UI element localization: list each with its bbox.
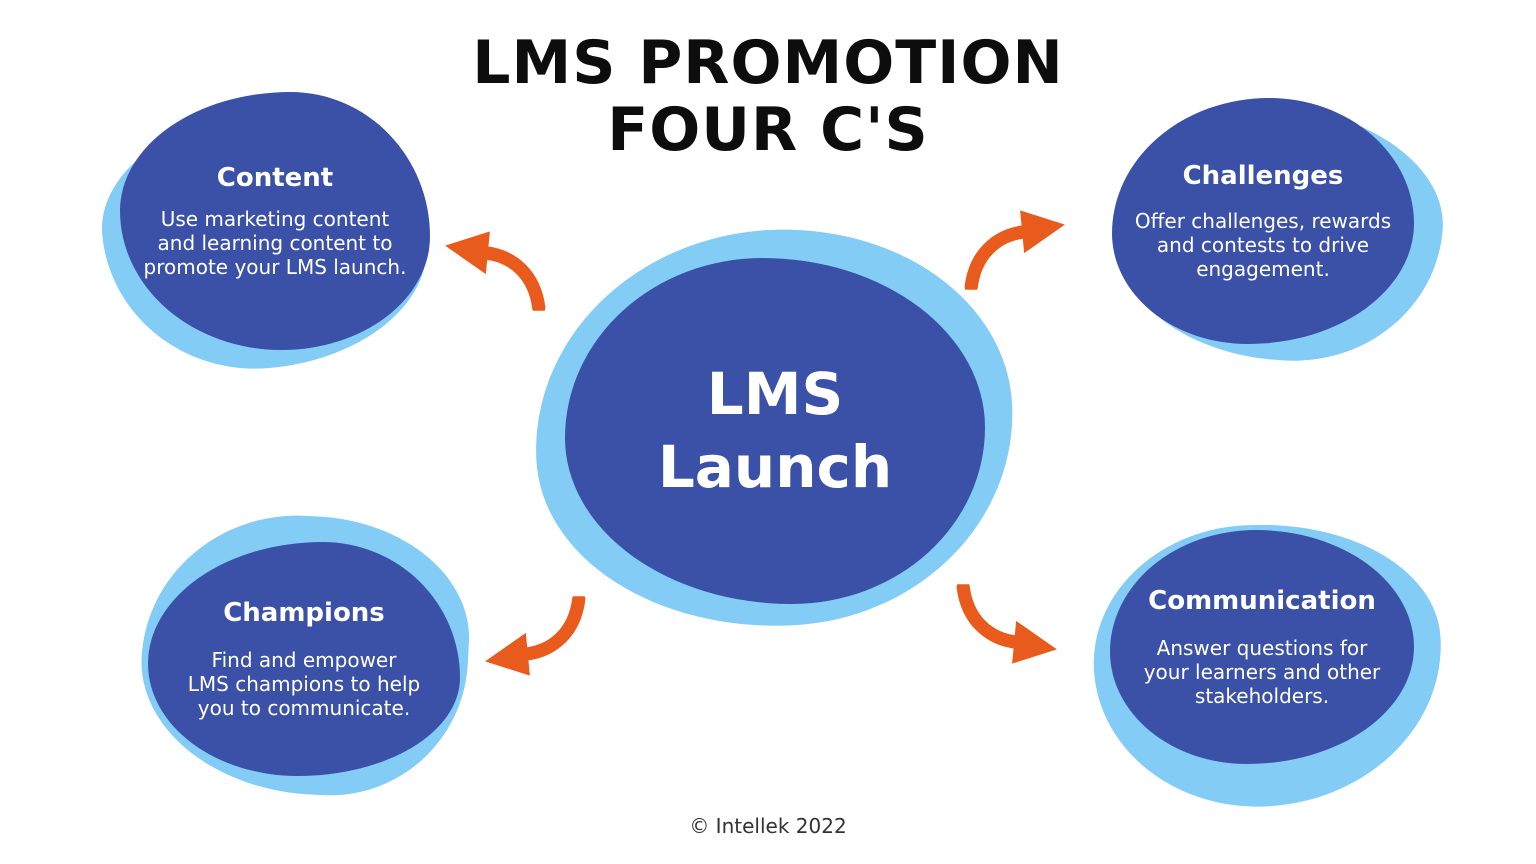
content-blob [120, 92, 430, 350]
champions-text: Champions Find and empower LMS champions… [148, 542, 460, 776]
node-challenges: Challenges Offer challenges, rewards and… [1110, 95, 1451, 371]
lms-launch-label: LMS Launch [565, 258, 985, 604]
communication-body-line1: Answer questions for [1156, 636, 1368, 660]
lms-launch-line1: LMS [706, 359, 844, 428]
content-body-line2: and learning content to [157, 231, 393, 255]
challenges-body-line1: Offer challenges, rewards [1134, 209, 1392, 233]
communication-text: Communication Answer questions for your … [1110, 530, 1414, 764]
communication-heading: Communication [1148, 586, 1376, 616]
node-communication: Communication Answer questions for your … [1084, 512, 1452, 818]
curved-arrow-bottom-left-icon [480, 596, 592, 683]
champions-blob [148, 542, 460, 776]
curved-arrow-bottom-right-icon [950, 584, 1062, 671]
champions-heading: Champions [223, 598, 385, 628]
content-heading: Content [216, 163, 334, 193]
challenges-body-line3: engagement. [1196, 257, 1330, 281]
node-champions: Champions Find and empower LMS champions… [134, 507, 476, 803]
challenges-body: Offer challenges, rewards and contests t… [1135, 209, 1391, 281]
champions-body: Find and empower LMS champions to help y… [188, 648, 420, 720]
champions-body-line1: Find and empower [211, 648, 397, 672]
champions-body-line2: LMS champions to help [187, 672, 421, 696]
node-content: Content Use marketing content and learni… [92, 90, 436, 382]
challenges-blob [1112, 98, 1414, 344]
challenges-body-line2: and contests to drive [1156, 233, 1370, 257]
challenges-heading: Challenges [1182, 161, 1344, 191]
communication-blob [1110, 530, 1414, 764]
content-body-line1: Use marketing content [160, 207, 390, 231]
copyright-text: © Intellek 2022 [689, 814, 847, 838]
content-body-line3: promote your LMS launch. [143, 255, 407, 279]
communication-body: Answer questions for your learners and o… [1144, 636, 1381, 708]
curved-arrow-top-left-icon [440, 224, 552, 311]
champions-body-line3: you to communicate. [197, 696, 411, 720]
lms-launch-blob [565, 258, 985, 604]
content-body: Use marketing content and learning conte… [144, 207, 407, 279]
node-lms-launch: LMS Launch [524, 217, 1024, 639]
page-title: LMS PROMOTION FOUR C'S [0, 28, 1536, 166]
communication-body-line2: your learners and other [1143, 660, 1381, 684]
lms-launch-line2: Launch [657, 433, 893, 501]
curved-arrow-top-right-icon [958, 203, 1070, 290]
content-text: Content Use marketing content and learni… [120, 92, 430, 350]
challenges-text: Challenges Offer challenges, rewards and… [1112, 98, 1414, 344]
page-title-line1: LMS PROMOTION [472, 28, 1064, 98]
page-title-line2: FOUR C'S [607, 95, 929, 166]
communication-body-line3: stakeholders. [1194, 684, 1330, 708]
